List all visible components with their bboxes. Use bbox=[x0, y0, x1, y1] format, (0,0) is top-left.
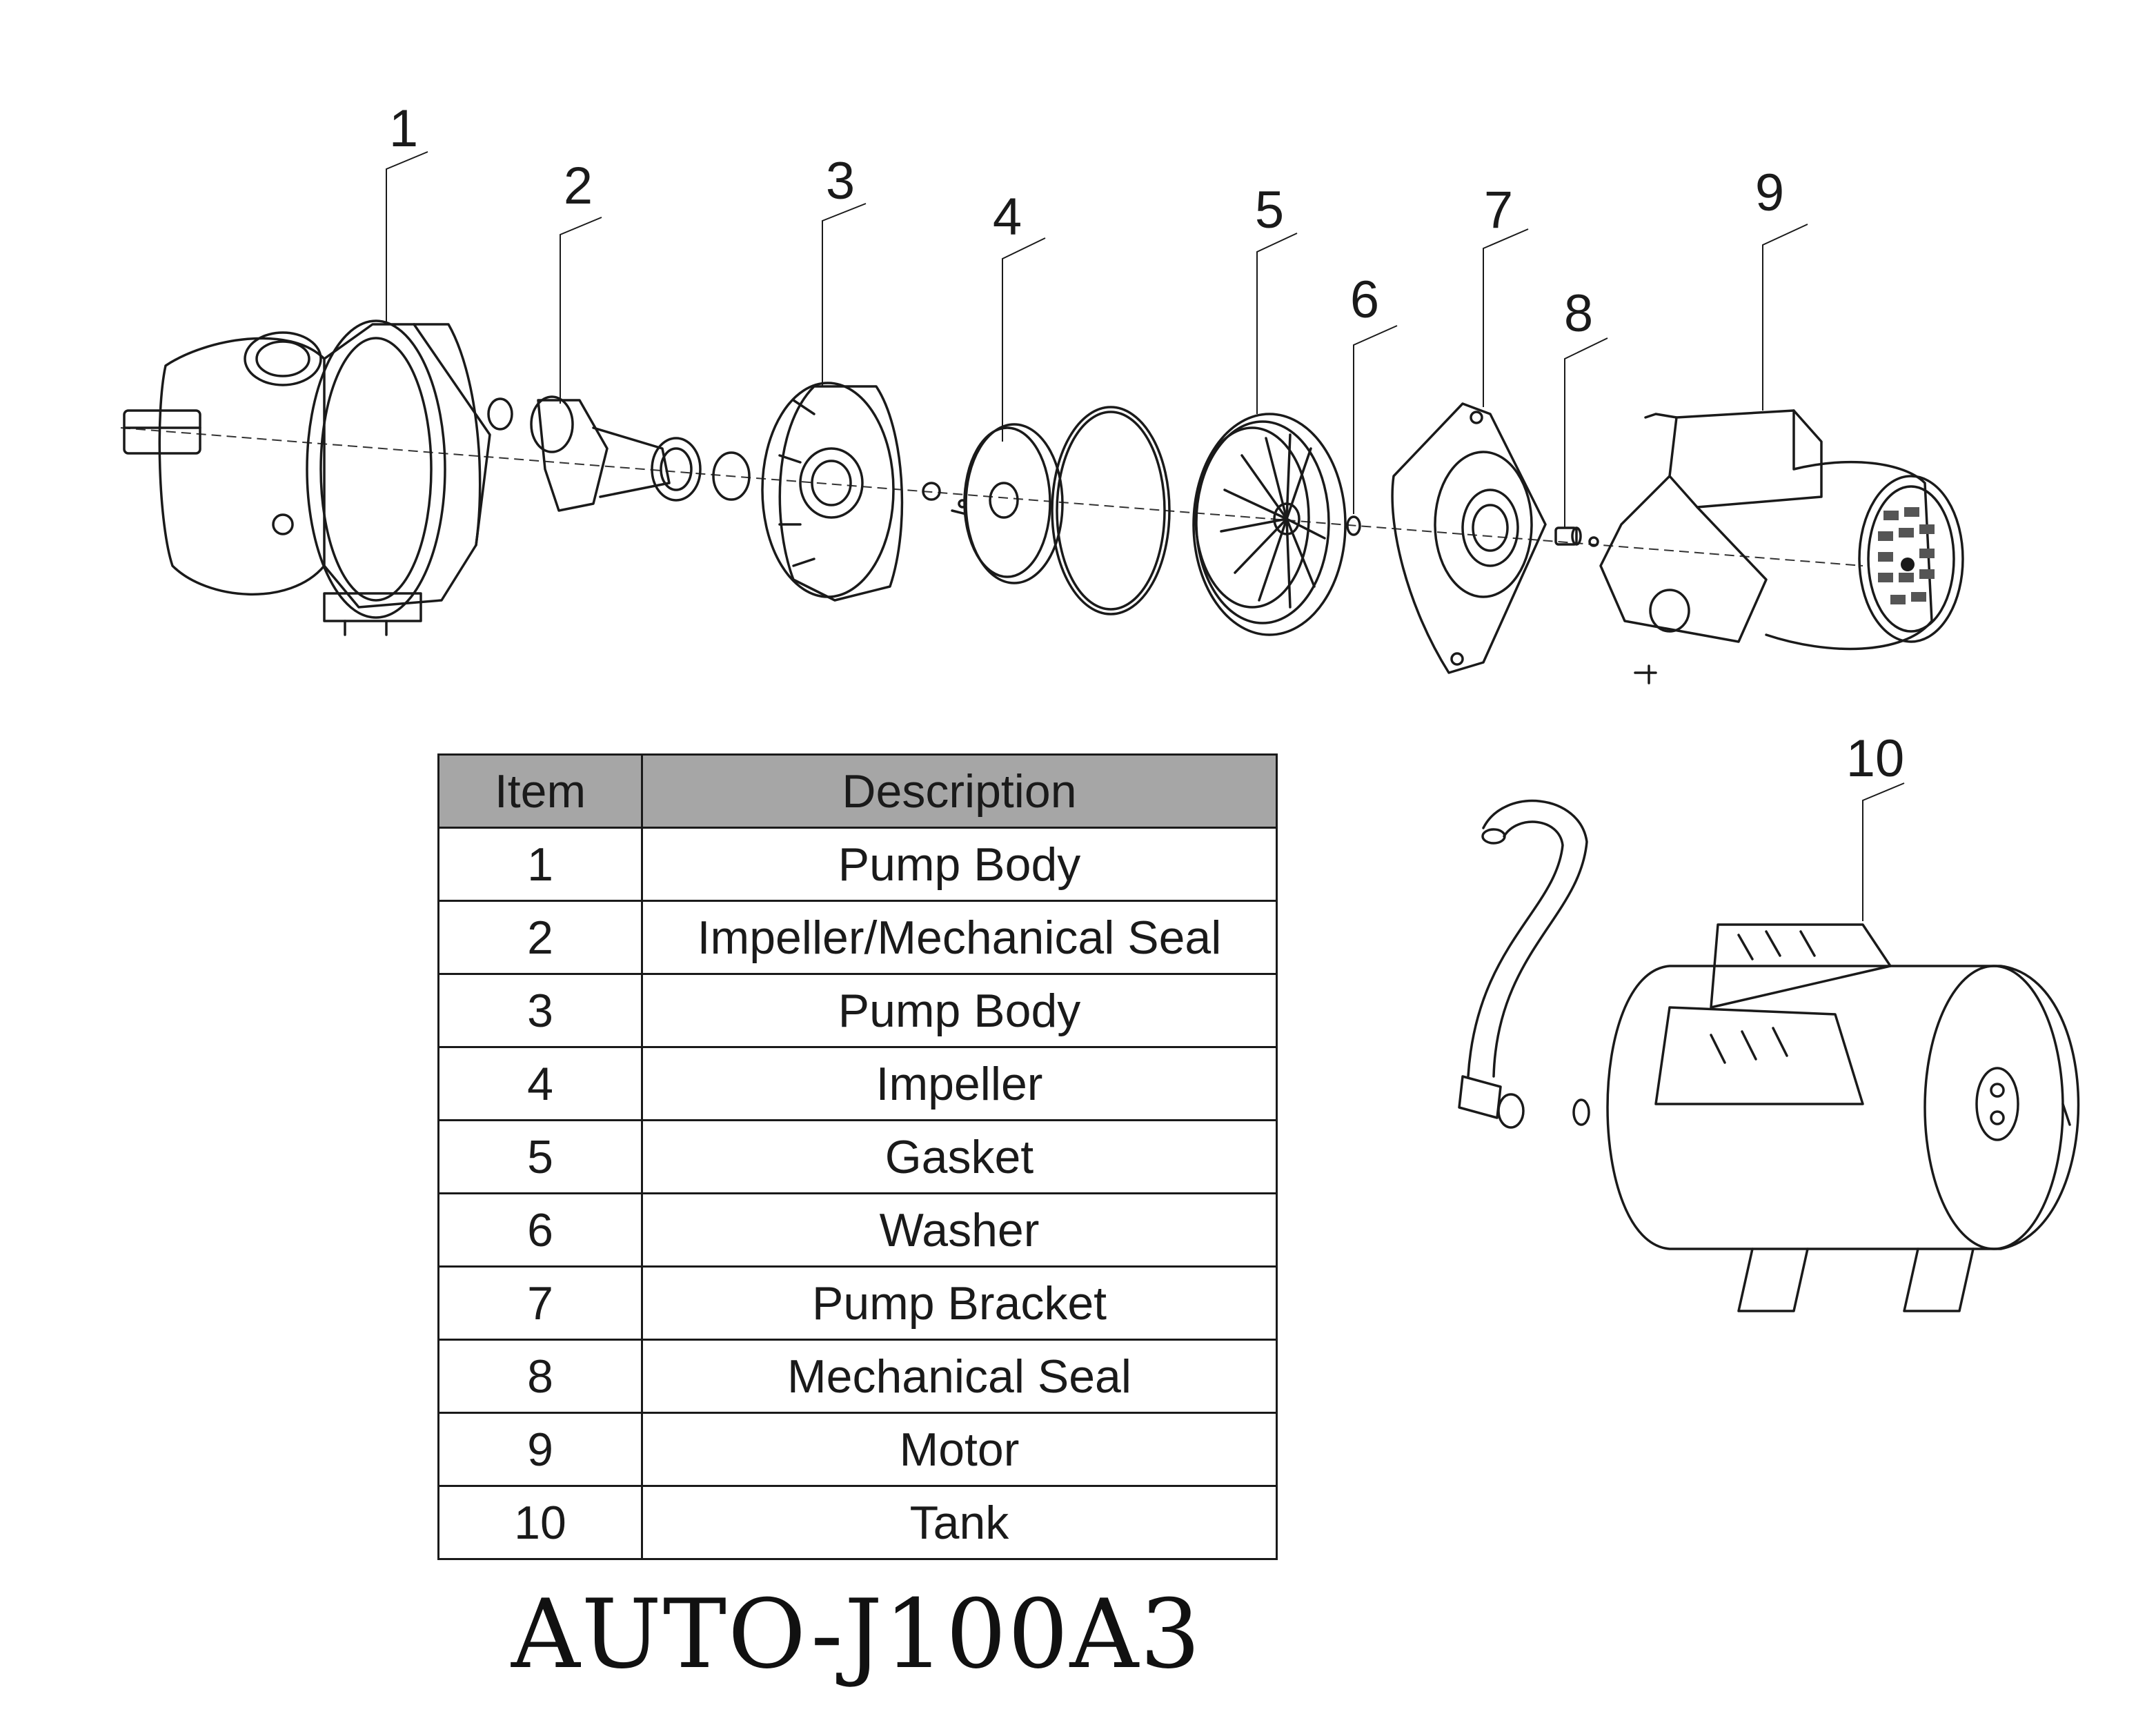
callout-numbers: 1 2 3 4 5 6 7 8 9 10 bbox=[389, 99, 1904, 788]
callout-2: 2 bbox=[564, 157, 593, 215]
column-header-description: Description bbox=[641, 753, 1278, 829]
description-cell: Tank bbox=[641, 1485, 1278, 1560]
leader-lines bbox=[386, 151, 1905, 921]
item-cell: 1 bbox=[437, 827, 643, 902]
part-10-tank bbox=[1458, 799, 2080, 1312]
item-cell: 3 bbox=[437, 973, 643, 1048]
assembly-axis bbox=[120, 427, 1863, 566]
description-cell: Impeller bbox=[641, 1046, 1278, 1121]
item-cell: 2 bbox=[437, 900, 643, 975]
item-cell: 6 bbox=[437, 1192, 643, 1268]
callout-4: 4 bbox=[993, 188, 1022, 246]
description-cell: Washer bbox=[641, 1192, 1278, 1268]
fan-cover-grille bbox=[1878, 507, 1935, 604]
part-5-gasket-impeller bbox=[1192, 413, 1347, 636]
part-4-impeller bbox=[951, 423, 1064, 584]
part-2-impeller-seal bbox=[487, 395, 751, 512]
column-header-item: Item bbox=[437, 753, 643, 829]
gasket-ring bbox=[1051, 406, 1171, 615]
callout-5: 5 bbox=[1255, 181, 1284, 239]
part-9-motor bbox=[1599, 409, 1964, 684]
model-number: AUTO-J100A3 bbox=[511, 1579, 1202, 1690]
item-cell: 4 bbox=[437, 1046, 643, 1121]
callout-1: 1 bbox=[389, 99, 418, 158]
description-cell: Pump Body bbox=[641, 827, 1278, 902]
part-6-washer bbox=[1346, 515, 1361, 536]
description-cell: Impeller/Mechanical Seal bbox=[641, 900, 1278, 975]
description-cell: Gasket bbox=[641, 1119, 1278, 1194]
callout-6: 6 bbox=[1350, 270, 1379, 329]
part-7-pump-bracket bbox=[1391, 402, 1547, 674]
part-8-mechanical-seal bbox=[1554, 526, 1599, 547]
callout-3: 3 bbox=[826, 152, 855, 210]
part-3-pump-body bbox=[761, 382, 941, 602]
item-cell: 5 bbox=[437, 1119, 643, 1194]
callout-7: 7 bbox=[1484, 181, 1513, 239]
description-cell: Pump Bracket bbox=[641, 1265, 1278, 1341]
description-cell: Motor bbox=[641, 1412, 1278, 1487]
callout-10: 10 bbox=[1846, 729, 1905, 788]
item-cell: 9 bbox=[437, 1412, 643, 1487]
table-header-row: Item Description bbox=[437, 753, 1278, 829]
description-cell: Mechanical Seal bbox=[641, 1339, 1278, 1414]
item-cell: 10 bbox=[437, 1485, 643, 1560]
description-cell: Pump Body bbox=[641, 973, 1278, 1048]
item-cell: 8 bbox=[437, 1339, 643, 1414]
callout-9: 9 bbox=[1755, 164, 1784, 222]
item-cell: 7 bbox=[437, 1265, 643, 1341]
part-1-pump-body bbox=[123, 319, 491, 636]
callout-8: 8 bbox=[1564, 284, 1593, 343]
